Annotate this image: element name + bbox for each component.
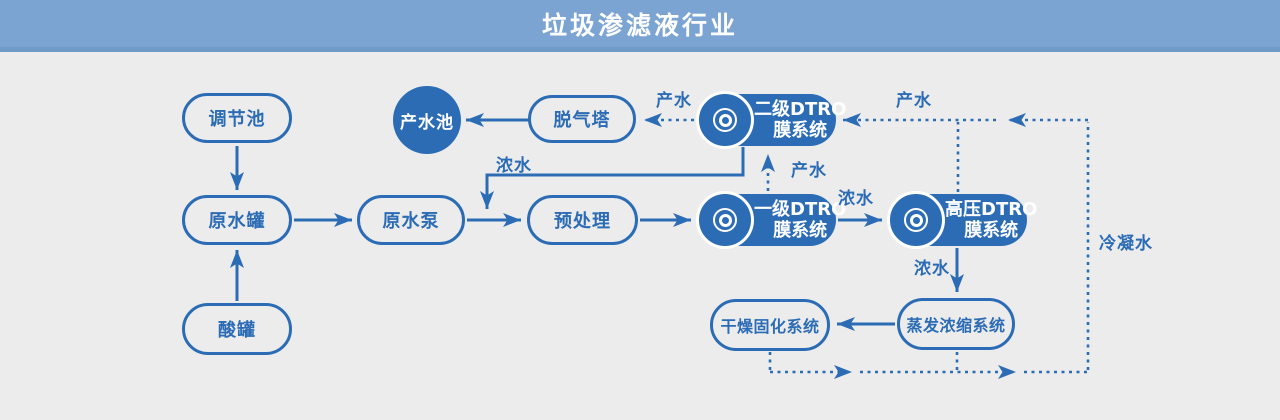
node-highpressure-dtro-membrane-system: 高压DTRO 膜系统 [887,191,1037,249]
page-title: 垃圾渗滤液行业 [541,10,738,40]
edge-label-concentrate-return: 浓水 [496,156,532,176]
node-primary-dtro-membrane-system: 一级DTRO 膜系统 [696,191,846,249]
membrane-disc-icon [696,191,754,249]
node-label: 原水罐 [208,211,266,232]
edge-label-concentrate-to-evaporation: 浓水 [914,259,950,279]
node-label: 脱气塔 [553,110,611,131]
node-label: 预处理 [554,211,611,232]
edge-label-product-water-primary-to-secondary: 产水 [791,161,827,181]
node-label: 产水池 [400,112,454,133]
node-regulation-pool: 调节池 [182,93,292,143]
node-drying-solidification-system: 干燥固化系统 [710,299,830,351]
disc-outer-ring [713,108,737,132]
disc-inner-ring [718,113,732,127]
node-secondary-dtro-membrane-system: 二级DTRO 膜系统 [696,91,846,149]
disc-outer-ring [713,208,737,232]
edge-label-product-water-return: 产水 [896,91,932,111]
node-label: 高压DTRO 膜系统 [945,198,1038,241]
node-acid-tank: 酸罐 [182,303,292,355]
node-label: 调节池 [208,109,266,130]
title-banner: 垃圾渗滤液行业 [0,0,1280,52]
node-label: 二级DTRO 膜系统 [754,98,847,141]
membrane-disc-icon [887,191,945,249]
node-label: 一级DTRO 膜系统 [754,198,847,241]
edge-secondary-dtro-concentrate-return [480,147,745,209]
node-label: 原水泵 [382,211,440,232]
node-raw-water-pump: 原水泵 [357,195,465,245]
membrane-disc-icon [696,91,754,149]
node-label: 蒸发浓缩系统 [906,316,1006,335]
disc-inner-ring [718,213,732,227]
node-label: 干燥固化系统 [720,317,820,336]
disc-outer-ring [904,208,928,232]
node-raw-water-tank: 原水罐 [182,195,292,245]
edge-label-condensate-water: 冷凝水 [1099,234,1153,254]
edge-label-product-water-to-degasser: 产水 [656,91,692,111]
node-product-water-pool: 产水池 [393,86,461,154]
edge-label-concentrate-primary-to-highpressure: 浓水 [838,189,874,209]
node-evaporation-concentration-system: 蒸发浓缩系统 [897,298,1015,350]
disc-inner-ring [909,213,923,227]
node-pretreatment: 预处理 [527,195,638,245]
node-label: 酸罐 [218,320,256,341]
node-degassing-tower: 脱气塔 [528,95,636,143]
